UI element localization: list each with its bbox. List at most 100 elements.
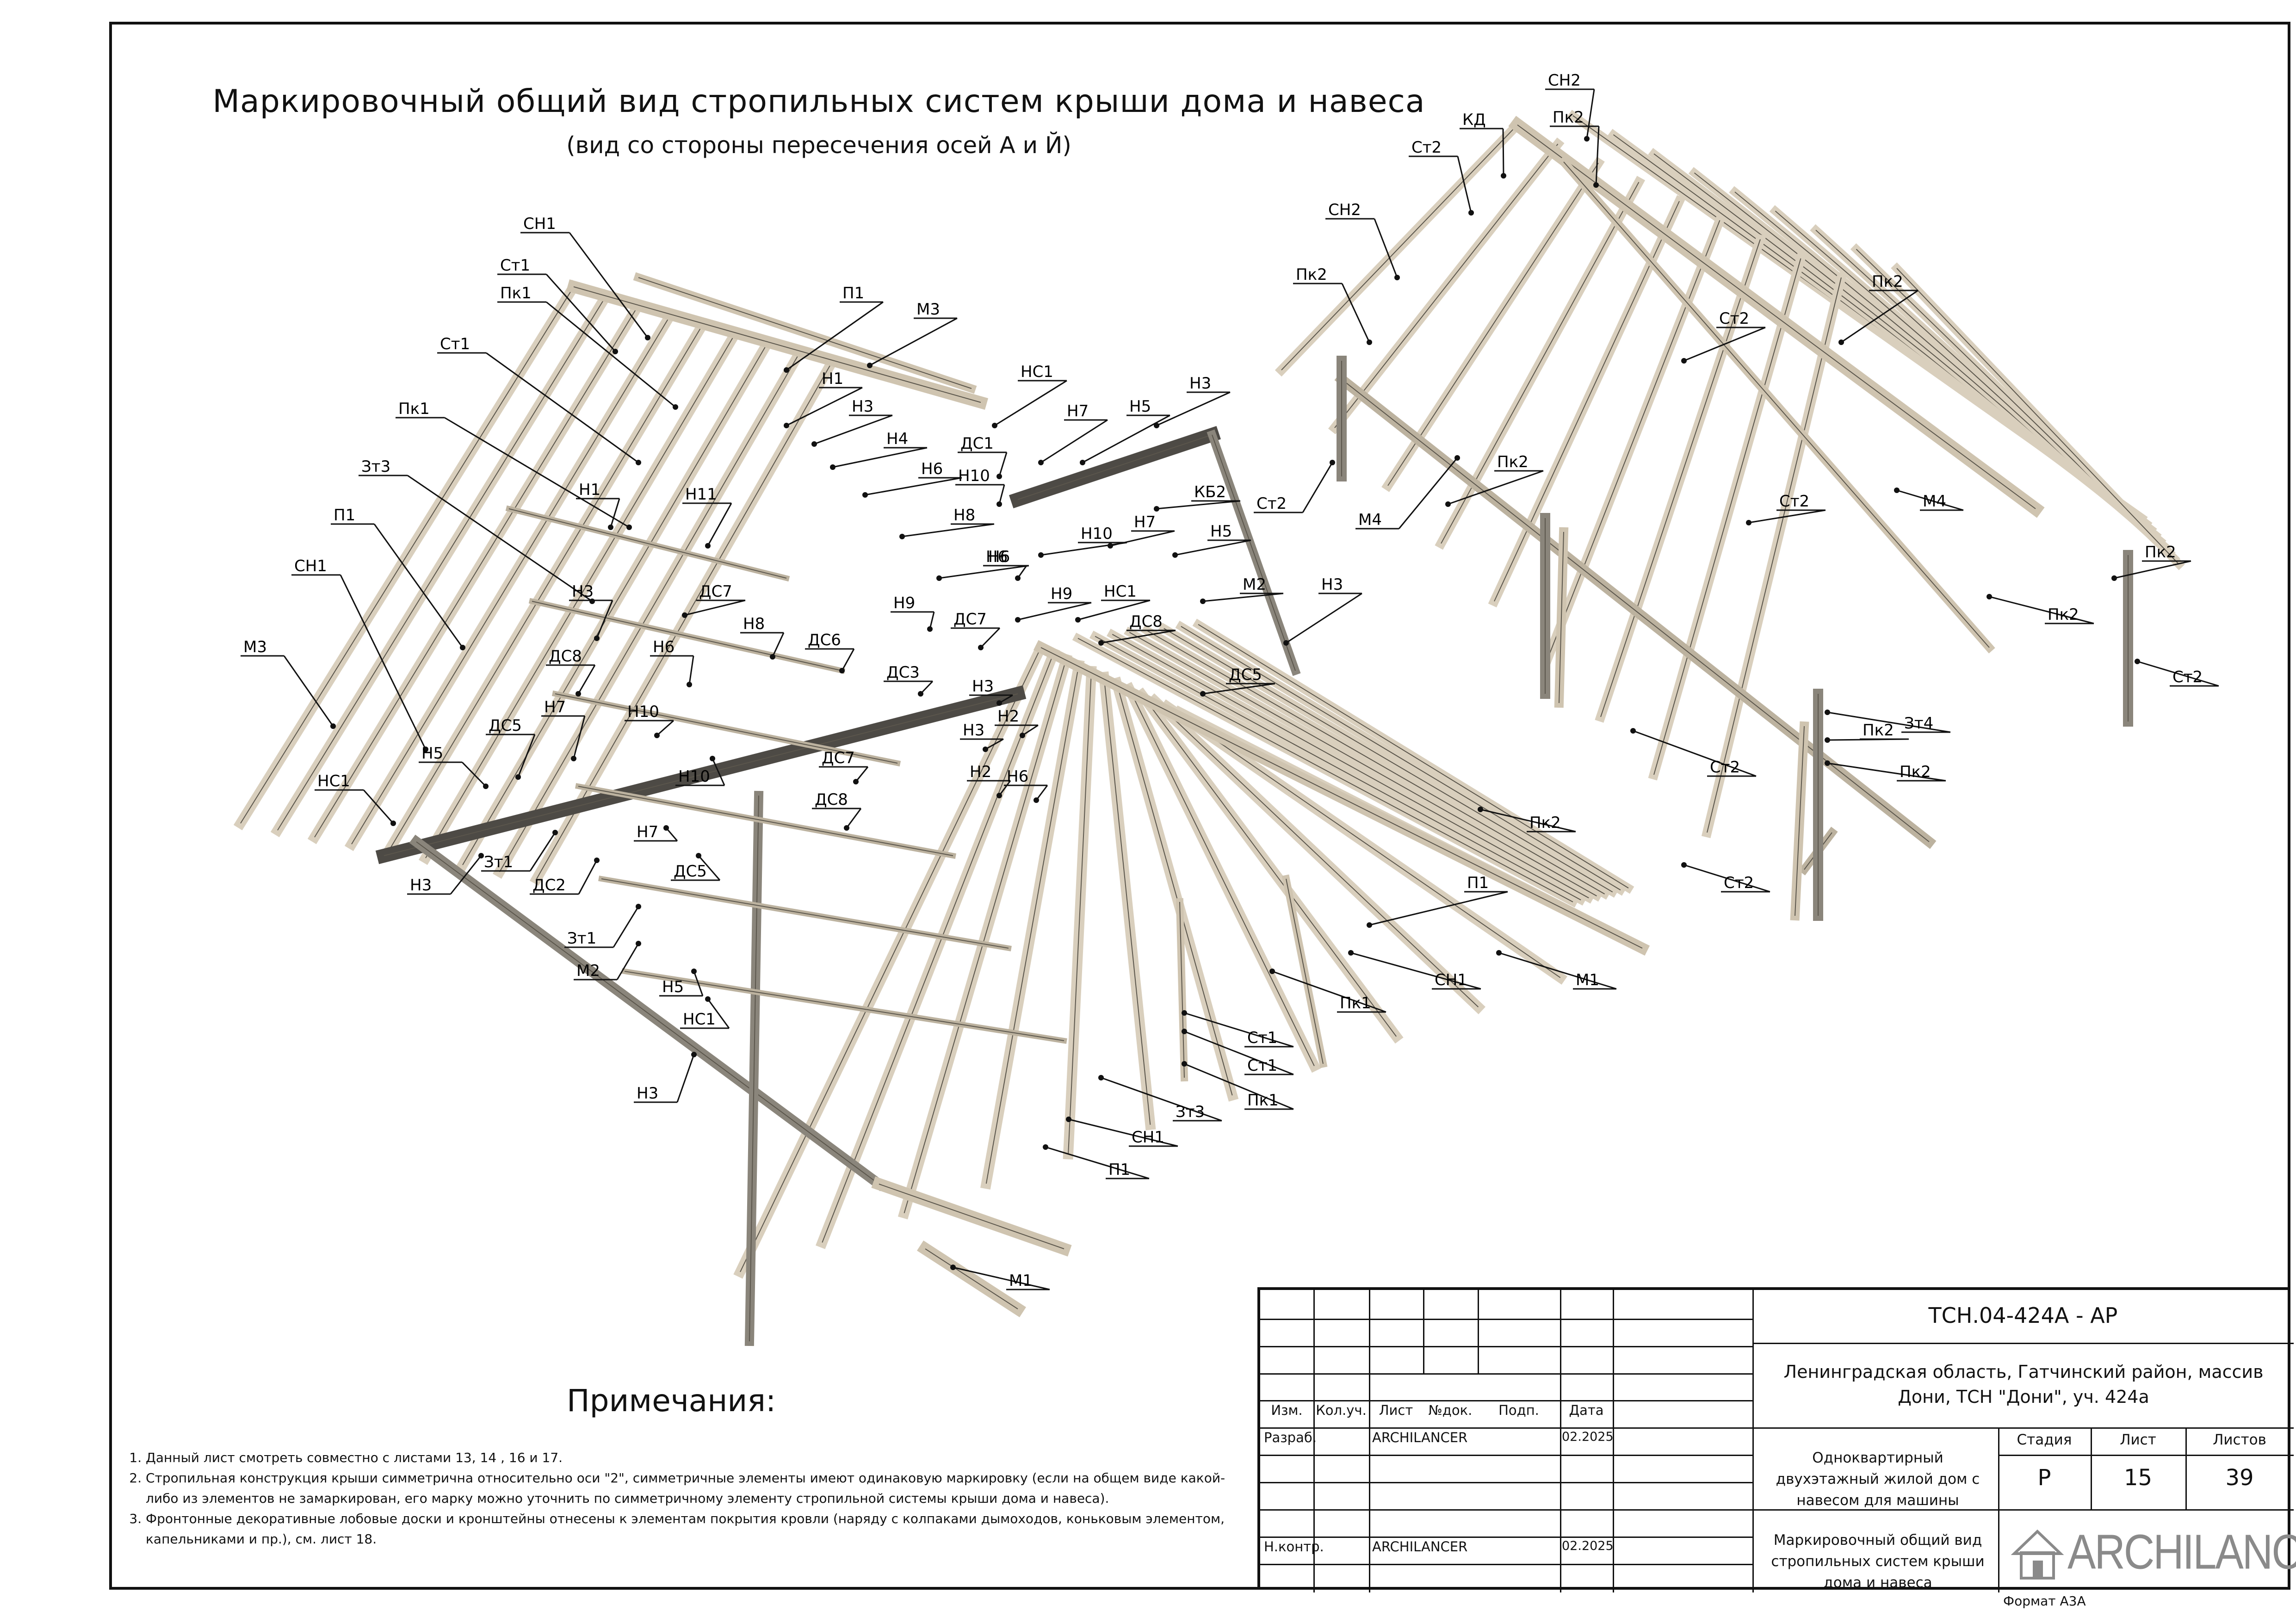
label-house-57: ДС5 bbox=[1200, 666, 1275, 697]
beam-edge bbox=[904, 659, 1067, 1214]
label-dot bbox=[1020, 733, 1025, 738]
label-text: Н10 bbox=[678, 767, 710, 786]
label-house-19: Н11 bbox=[682, 485, 732, 549]
label-leader bbox=[902, 523, 995, 537]
label-text: ДС5 bbox=[1229, 666, 1262, 684]
label-text: ДС8 bbox=[549, 647, 582, 666]
label-house-1: СН1 bbox=[520, 215, 650, 340]
label-leader bbox=[1022, 724, 1039, 736]
label-text: Пк1 bbox=[398, 400, 430, 418]
label-canopy-2: КД bbox=[1460, 111, 1506, 179]
label-house-74: Ст1 bbox=[1182, 1010, 1294, 1048]
label-house-21: Н3 bbox=[569, 582, 613, 641]
header-list: Лист bbox=[1379, 1402, 1413, 1418]
label-dot bbox=[705, 543, 711, 549]
label-canopy-18: Пк2 bbox=[1478, 807, 1576, 833]
label-leader bbox=[1156, 500, 1241, 510]
label-text: Н3 bbox=[410, 876, 432, 895]
label-dot bbox=[515, 774, 521, 780]
label-text: Н8 bbox=[953, 506, 975, 525]
label-dot bbox=[1080, 460, 1085, 465]
label-dot bbox=[1154, 506, 1159, 512]
label-leader bbox=[676, 1054, 695, 1103]
label-dot bbox=[996, 793, 1002, 798]
label-house-67: ДС8 bbox=[812, 790, 862, 831]
label-house-62: Н3 bbox=[969, 677, 1013, 706]
label-leader bbox=[1040, 542, 1127, 556]
label-text: Н3 bbox=[572, 582, 594, 601]
label-text: Ст2 bbox=[1724, 874, 1754, 892]
label-text: Зт3 bbox=[1176, 1103, 1205, 1121]
label-text: Пк1 bbox=[1247, 1091, 1279, 1110]
label-house-9: М3 bbox=[241, 638, 336, 729]
beam-edge bbox=[624, 971, 1064, 1041]
label-text: Н7 bbox=[1067, 402, 1089, 420]
label-house-15: Н6 bbox=[862, 460, 962, 498]
beam-edge bbox=[425, 333, 736, 858]
label-leader bbox=[985, 738, 1004, 750]
beam-edge bbox=[749, 795, 759, 1342]
label-canopy-6: Пк2 bbox=[1293, 265, 1372, 345]
beam-edge bbox=[1167, 706, 1561, 978]
label-house-34: М2 bbox=[574, 941, 641, 981]
label-canopy-13: Пк2 bbox=[1987, 594, 2094, 624]
label-house-7: П1 bbox=[331, 506, 465, 650]
label-leader bbox=[1350, 952, 1481, 990]
archilancer-logo: ARCHILANCER bbox=[2010, 1524, 2296, 1584]
label-text: Н5 bbox=[1129, 397, 1151, 416]
label-text: Н5 bbox=[421, 744, 443, 763]
label-canopy-4: Ст2 bbox=[1409, 138, 1474, 216]
label-dot bbox=[330, 723, 336, 729]
label-dot bbox=[710, 756, 715, 761]
label-house-5: Пк1 bbox=[396, 400, 632, 530]
label-canopy-22: Ст2 bbox=[1630, 728, 1757, 777]
label-house-10: П1 bbox=[784, 284, 884, 373]
sheets-header: Листов bbox=[2213, 1432, 2266, 1448]
label-leader bbox=[1748, 509, 1826, 524]
label-leader bbox=[1045, 1146, 1150, 1179]
beam-edge bbox=[1068, 671, 1092, 1154]
document-code: ТСН.04-424А - АР bbox=[1928, 1303, 2118, 1328]
label-dot bbox=[1182, 1029, 1187, 1034]
label-text: Н11 bbox=[685, 485, 717, 504]
label-leader bbox=[869, 317, 958, 366]
label-dot bbox=[576, 691, 581, 697]
object-address: Ленинградская область, Гатчинский район,… bbox=[1783, 1362, 2264, 1407]
label-leader bbox=[684, 599, 746, 616]
label-text: Зт1 bbox=[484, 853, 513, 871]
label-leader bbox=[444, 417, 630, 528]
label-house-63: Н2 bbox=[995, 707, 1039, 738]
label-text: НС1 bbox=[683, 1010, 716, 1029]
label-house-20: ДС7 bbox=[682, 582, 746, 618]
label-dot bbox=[899, 534, 905, 539]
label-text: Ст2 bbox=[1710, 758, 1740, 777]
label-leader bbox=[1101, 1077, 1222, 1122]
beam-edge bbox=[1559, 531, 1564, 704]
label-text: Зт3 bbox=[361, 457, 390, 476]
beam-edge bbox=[1563, 161, 1990, 648]
label-text: Н6 bbox=[921, 460, 943, 478]
beam-edge bbox=[740, 647, 1041, 1272]
label-text: Н4 bbox=[886, 430, 908, 448]
label-text: Н3 bbox=[1321, 575, 1343, 594]
beam-edge bbox=[578, 786, 953, 856]
label-leader bbox=[1077, 599, 1151, 621]
label-text: Н10 bbox=[627, 703, 659, 721]
label-leader bbox=[1272, 970, 1386, 1013]
label-dot bbox=[673, 404, 678, 410]
label-text: ДС2 bbox=[532, 876, 566, 895]
label-dot bbox=[811, 441, 817, 447]
label-leader bbox=[1184, 1031, 1294, 1075]
label-leader bbox=[1184, 1012, 1294, 1048]
label-leader bbox=[998, 780, 1011, 796]
label-house-78: П1 bbox=[1043, 1144, 1150, 1179]
house-logo-icon bbox=[2011, 1529, 2064, 1580]
label-dot bbox=[705, 996, 711, 1002]
label-leader bbox=[1595, 126, 1600, 185]
beam-edge bbox=[985, 665, 1079, 1184]
label-text: М2 bbox=[1243, 575, 1266, 594]
label-dot bbox=[1838, 339, 1844, 345]
label-leader bbox=[577, 665, 596, 694]
label-leader bbox=[1498, 952, 1617, 990]
